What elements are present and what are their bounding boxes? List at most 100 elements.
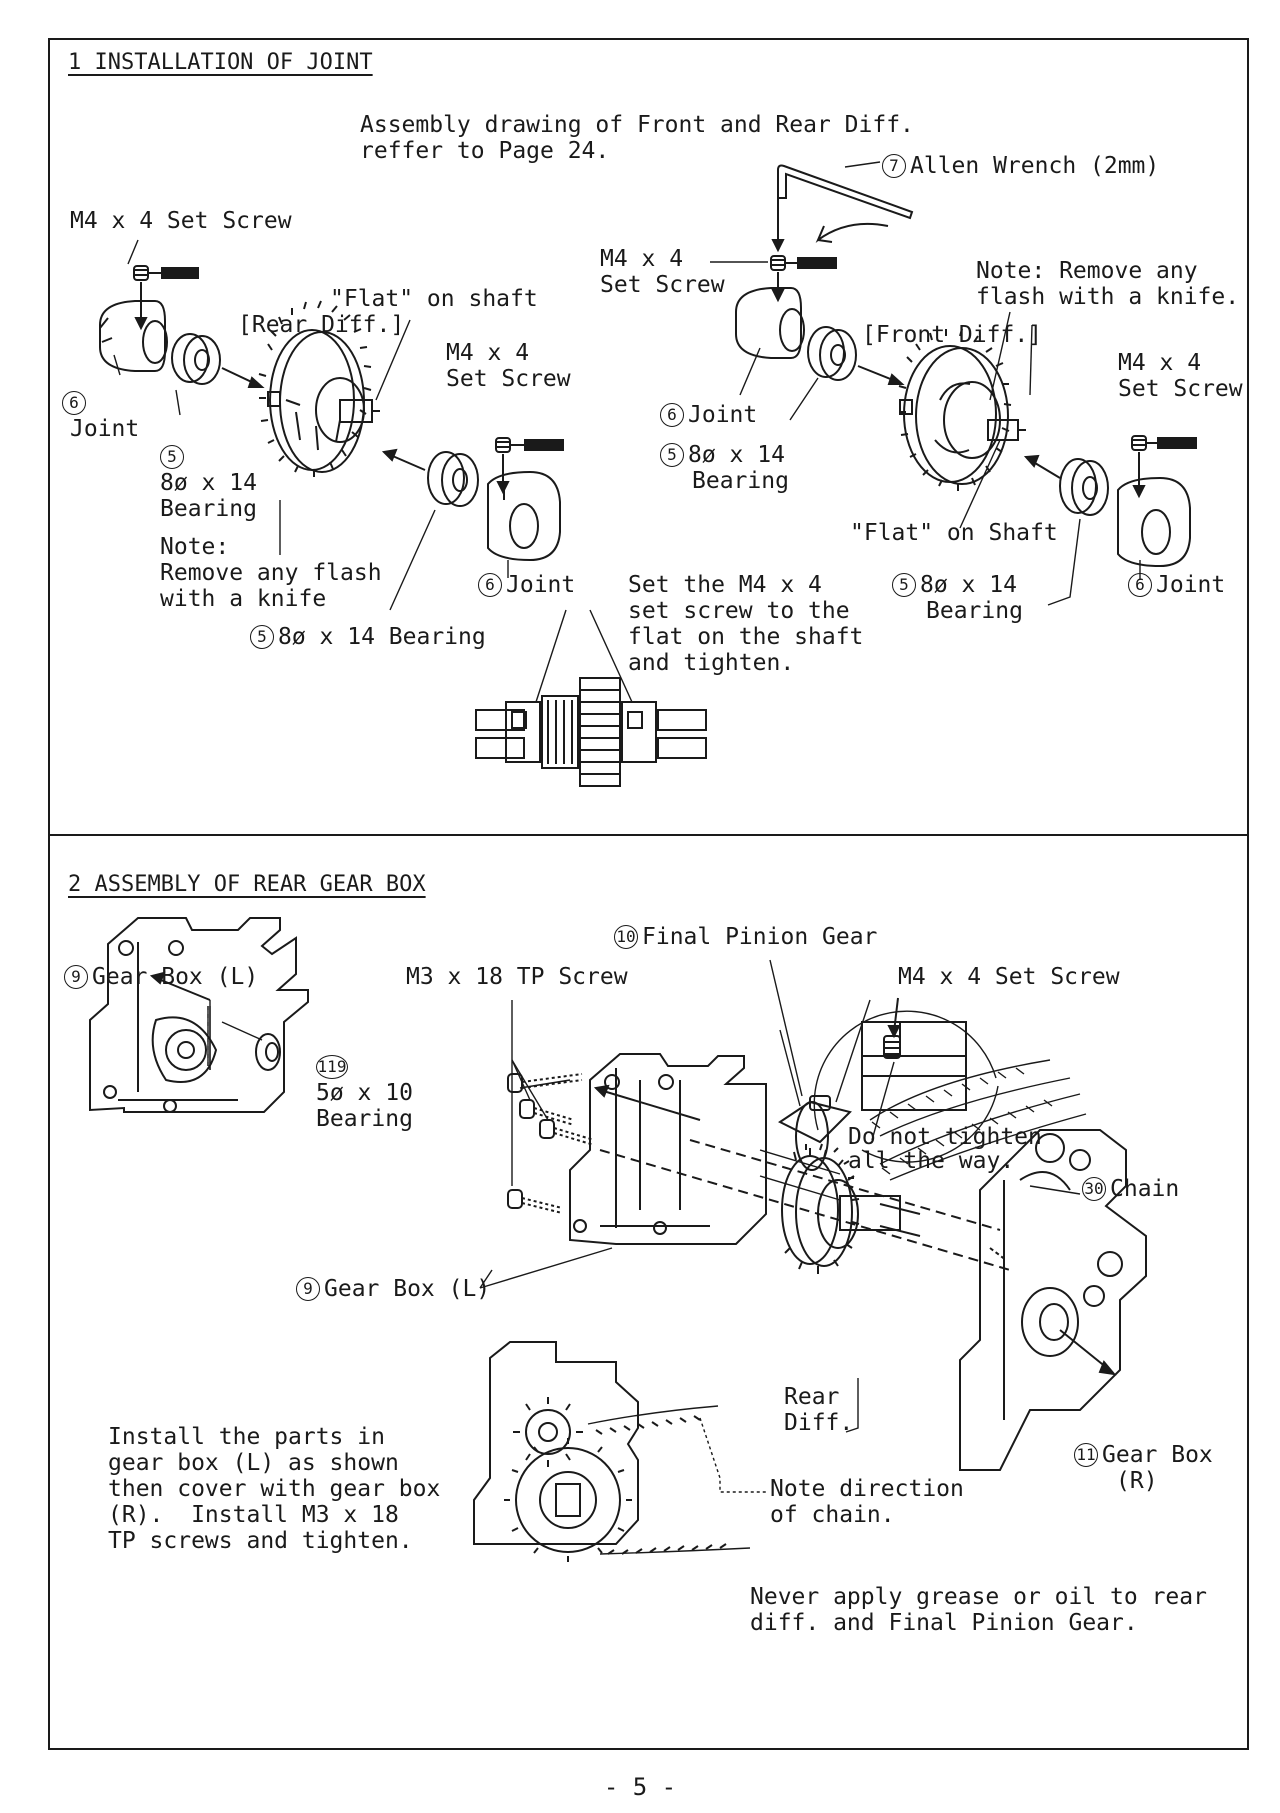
- rear-bearing-label: Bearing: [160, 496, 257, 522]
- front-joint-left-drawing: [735, 287, 805, 359]
- rear-diff-line1: Rear: [784, 1384, 840, 1410]
- front-bearing2-size-text: 8ø x 14: [920, 572, 1017, 598]
- gear-box-l2-text: Gear Box (L): [324, 1276, 491, 1302]
- front-bearing-size-text: 8ø x 14: [688, 442, 785, 468]
- gear-box-l-num-circle: 9: [64, 965, 88, 989]
- chain-text: Chain: [1110, 1176, 1180, 1202]
- allen-wrench-text: Allen Wrench (2mm): [910, 153, 1160, 179]
- front-setscrew-right-line2: Set Screw: [1118, 376, 1243, 402]
- rear-diff-label: [Rear Diff.]: [238, 312, 405, 338]
- set-note-line4: and tighten.: [628, 650, 795, 676]
- bearing-119-size: 5ø x 10: [316, 1080, 413, 1106]
- lock-screw-left: [133, 265, 199, 331]
- front-setscrew-right-line1: M4 x 4: [1118, 350, 1202, 376]
- assembled-diff-detail: [475, 609, 707, 787]
- install-line4: (R). Install M3 x 18: [108, 1502, 399, 1528]
- gear-box-r-num-circle: 11: [1074, 1443, 1098, 1467]
- tp-screws: [507, 1000, 595, 1214]
- rear-bearing-number: 5: [160, 444, 188, 470]
- chain-direction-line1: Note direction: [770, 1476, 964, 1502]
- front-bearing-left: [807, 326, 905, 385]
- final-pinion-num-circle: 10: [614, 925, 638, 949]
- allen-wrench: [771, 161, 914, 253]
- front-joint2-text: Joint: [1156, 572, 1226, 598]
- set-note-line3: flat on the shaft: [628, 624, 864, 650]
- rear-diff-line2: Diff.: [784, 1410, 854, 1436]
- section2-leaders: [207, 959, 871, 1433]
- section1-intro-line1: Assembly drawing of Front and Rear Diff.: [360, 112, 914, 138]
- gear-box-l-text: Gear Box (L): [92, 964, 259, 990]
- rear-flat-label: "Flat" on shaft: [330, 286, 538, 312]
- install-line5: TP screws and tighten.: [108, 1528, 413, 1554]
- install-line3: then cover with gear box: [108, 1476, 441, 1502]
- rear-setscrew-right-line1: M4 x 4: [446, 340, 530, 366]
- bearing-119-num-circle: 119: [316, 1055, 348, 1079]
- final-pinion-text: Final Pinion Gear: [642, 924, 878, 950]
- chain-direction-detail: [473, 1341, 768, 1562]
- set-note-line1: Set the M4 x 4: [628, 572, 822, 598]
- rear-note-line3: with a knife: [160, 586, 327, 612]
- rear-diff-gear: [258, 300, 380, 477]
- rear-bearing2-text: 8ø x 14 Bearing: [278, 624, 486, 650]
- chain-direction-line2: of chain.: [770, 1502, 895, 1528]
- final-pinion-assembly: [759, 1095, 921, 1274]
- chain-drawing: [869, 1059, 1087, 1195]
- rear-bearing2-num-circle: 5: [250, 625, 274, 649]
- bearing-119-label: Bearing: [316, 1106, 413, 1132]
- tighten-note-line1: Do not tighten: [848, 1124, 1042, 1150]
- front-setscrew-line1: M4 x 4: [600, 246, 684, 272]
- rear-bearing-num-circle: 5: [160, 445, 184, 469]
- gear-box-r-text: Gear Box: [1102, 1442, 1213, 1468]
- never-grease-line1: Never apply grease or oil to rear: [750, 1584, 1207, 1610]
- rear-joint-number: 6: [62, 390, 90, 416]
- rear-note-line1: Note:: [160, 534, 230, 560]
- rear-joint-left-drawing: [99, 300, 168, 372]
- front-bearing2-num-circle: 5: [892, 573, 916, 597]
- install-line2: gear box (L) as shown: [108, 1450, 399, 1476]
- tighten-note-line2: all the way.: [848, 1148, 1015, 1174]
- front-flat-label: "Flat" on Shaft: [850, 520, 1058, 546]
- setscrew-detail-circle: [813, 997, 999, 1163]
- front-setscrew-line2: Set Screw: [600, 272, 725, 298]
- setscrew-label: M4 x 4 Set Screw: [898, 964, 1120, 990]
- page-number: - 5 -: [603, 1773, 677, 1801]
- chain-num-circle: 30: [1082, 1177, 1106, 1201]
- lock-screw-front-left: [710, 255, 837, 303]
- front-bearing-right: [1023, 454, 1109, 516]
- front-joint2-num-circle: 6: [1128, 573, 1152, 597]
- rear-joint-num-circle: 6: [62, 391, 86, 415]
- front-bearing2-label: Bearing: [926, 598, 1023, 624]
- rear-leader-lines: [113, 239, 509, 611]
- rear-joint-label: Joint: [70, 416, 140, 442]
- bearing-119-number: 119: [316, 1054, 352, 1080]
- front-diff-label: [Front Diff.]: [862, 322, 1043, 348]
- front-note-line1: Note: Remove any: [976, 258, 1198, 284]
- gear-box-l2-num-circle: 9: [296, 1277, 320, 1301]
- install-line1: Install the parts in: [108, 1424, 385, 1450]
- front-leader-lines: [739, 311, 1141, 606]
- section2-title: 2 ASSEMBLY OF REAR GEAR BOX: [68, 872, 426, 897]
- gear-box-l-left-drawing: [89, 917, 309, 1113]
- rear-bearing-left: [171, 333, 265, 388]
- front-diff-gear: [898, 328, 1026, 491]
- section1-title: 1 INSTALLATION OF JOINT: [68, 50, 373, 75]
- set-note-line2: set screw to the: [628, 598, 850, 624]
- section1-intro-line2: reffer to Page 24.: [360, 138, 610, 164]
- front-bearing-label: Bearing: [692, 468, 789, 494]
- section-divider: [48, 834, 1249, 836]
- page-frame: [48, 38, 1249, 1750]
- rear-setscrew-top-label: M4 x 4 Set Screw: [70, 208, 292, 234]
- front-joint-text: Joint: [688, 402, 758, 428]
- gear-box-r-line2: (R): [1116, 1468, 1158, 1494]
- rear-joint2-text: Joint: [506, 572, 576, 598]
- front-note-line2: flash with a knife.: [976, 284, 1240, 310]
- front-joint-right-drawing: [1117, 476, 1191, 568]
